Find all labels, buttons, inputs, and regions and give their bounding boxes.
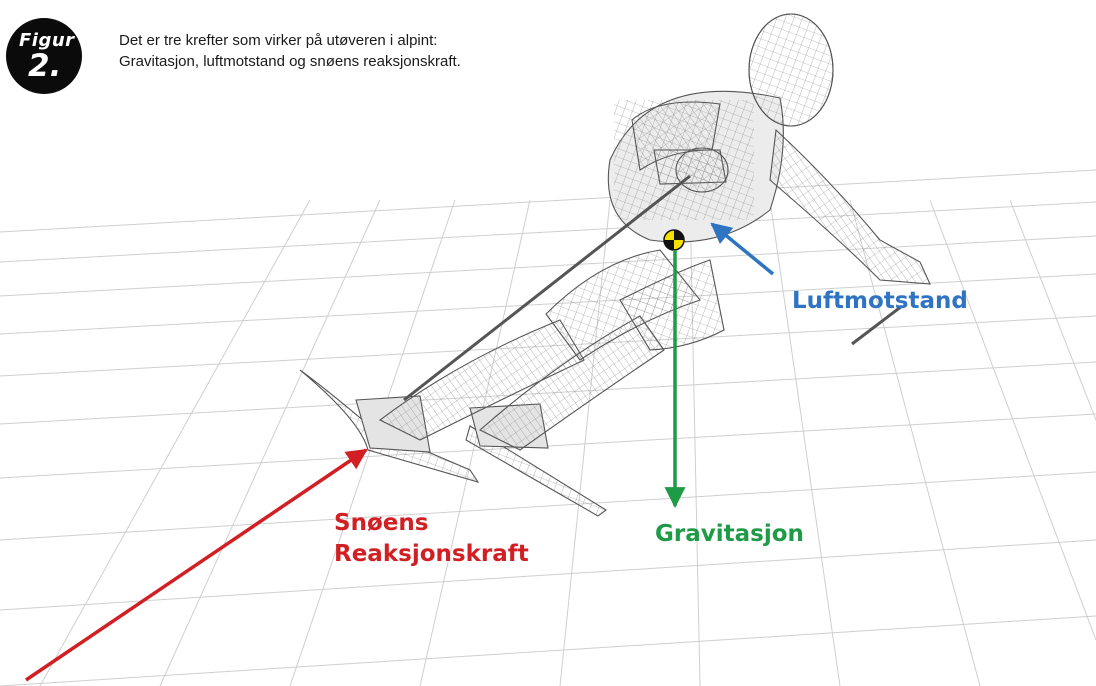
- center-of-mass-icon: [664, 230, 684, 250]
- caption-line-2: Gravitasjon, luftmotstand og snøens reak…: [119, 51, 639, 72]
- caption-line-1: Det er tre krefter som virker på utøvere…: [119, 30, 639, 51]
- gravity-label: Gravitasjon: [655, 519, 804, 550]
- air-resistance-label: Luftmotstand: [792, 286, 968, 317]
- snow-reaction-label: Snøens Reaksjonskraft: [334, 508, 529, 570]
- snow-reaction-arrow: [26, 450, 366, 680]
- figure-badge: Figur 2.: [6, 18, 82, 94]
- air-resistance-arrow: [712, 224, 773, 274]
- figure-caption: Det er tre krefter som virker på utøvere…: [119, 30, 639, 72]
- skier-wireframe: [300, 14, 930, 516]
- snow-reaction-label-line-2: Reaksjonskraft: [334, 539, 529, 570]
- figure-badge-number: 2.: [28, 48, 61, 84]
- snow-reaction-label-line-1: Snøens: [334, 508, 529, 539]
